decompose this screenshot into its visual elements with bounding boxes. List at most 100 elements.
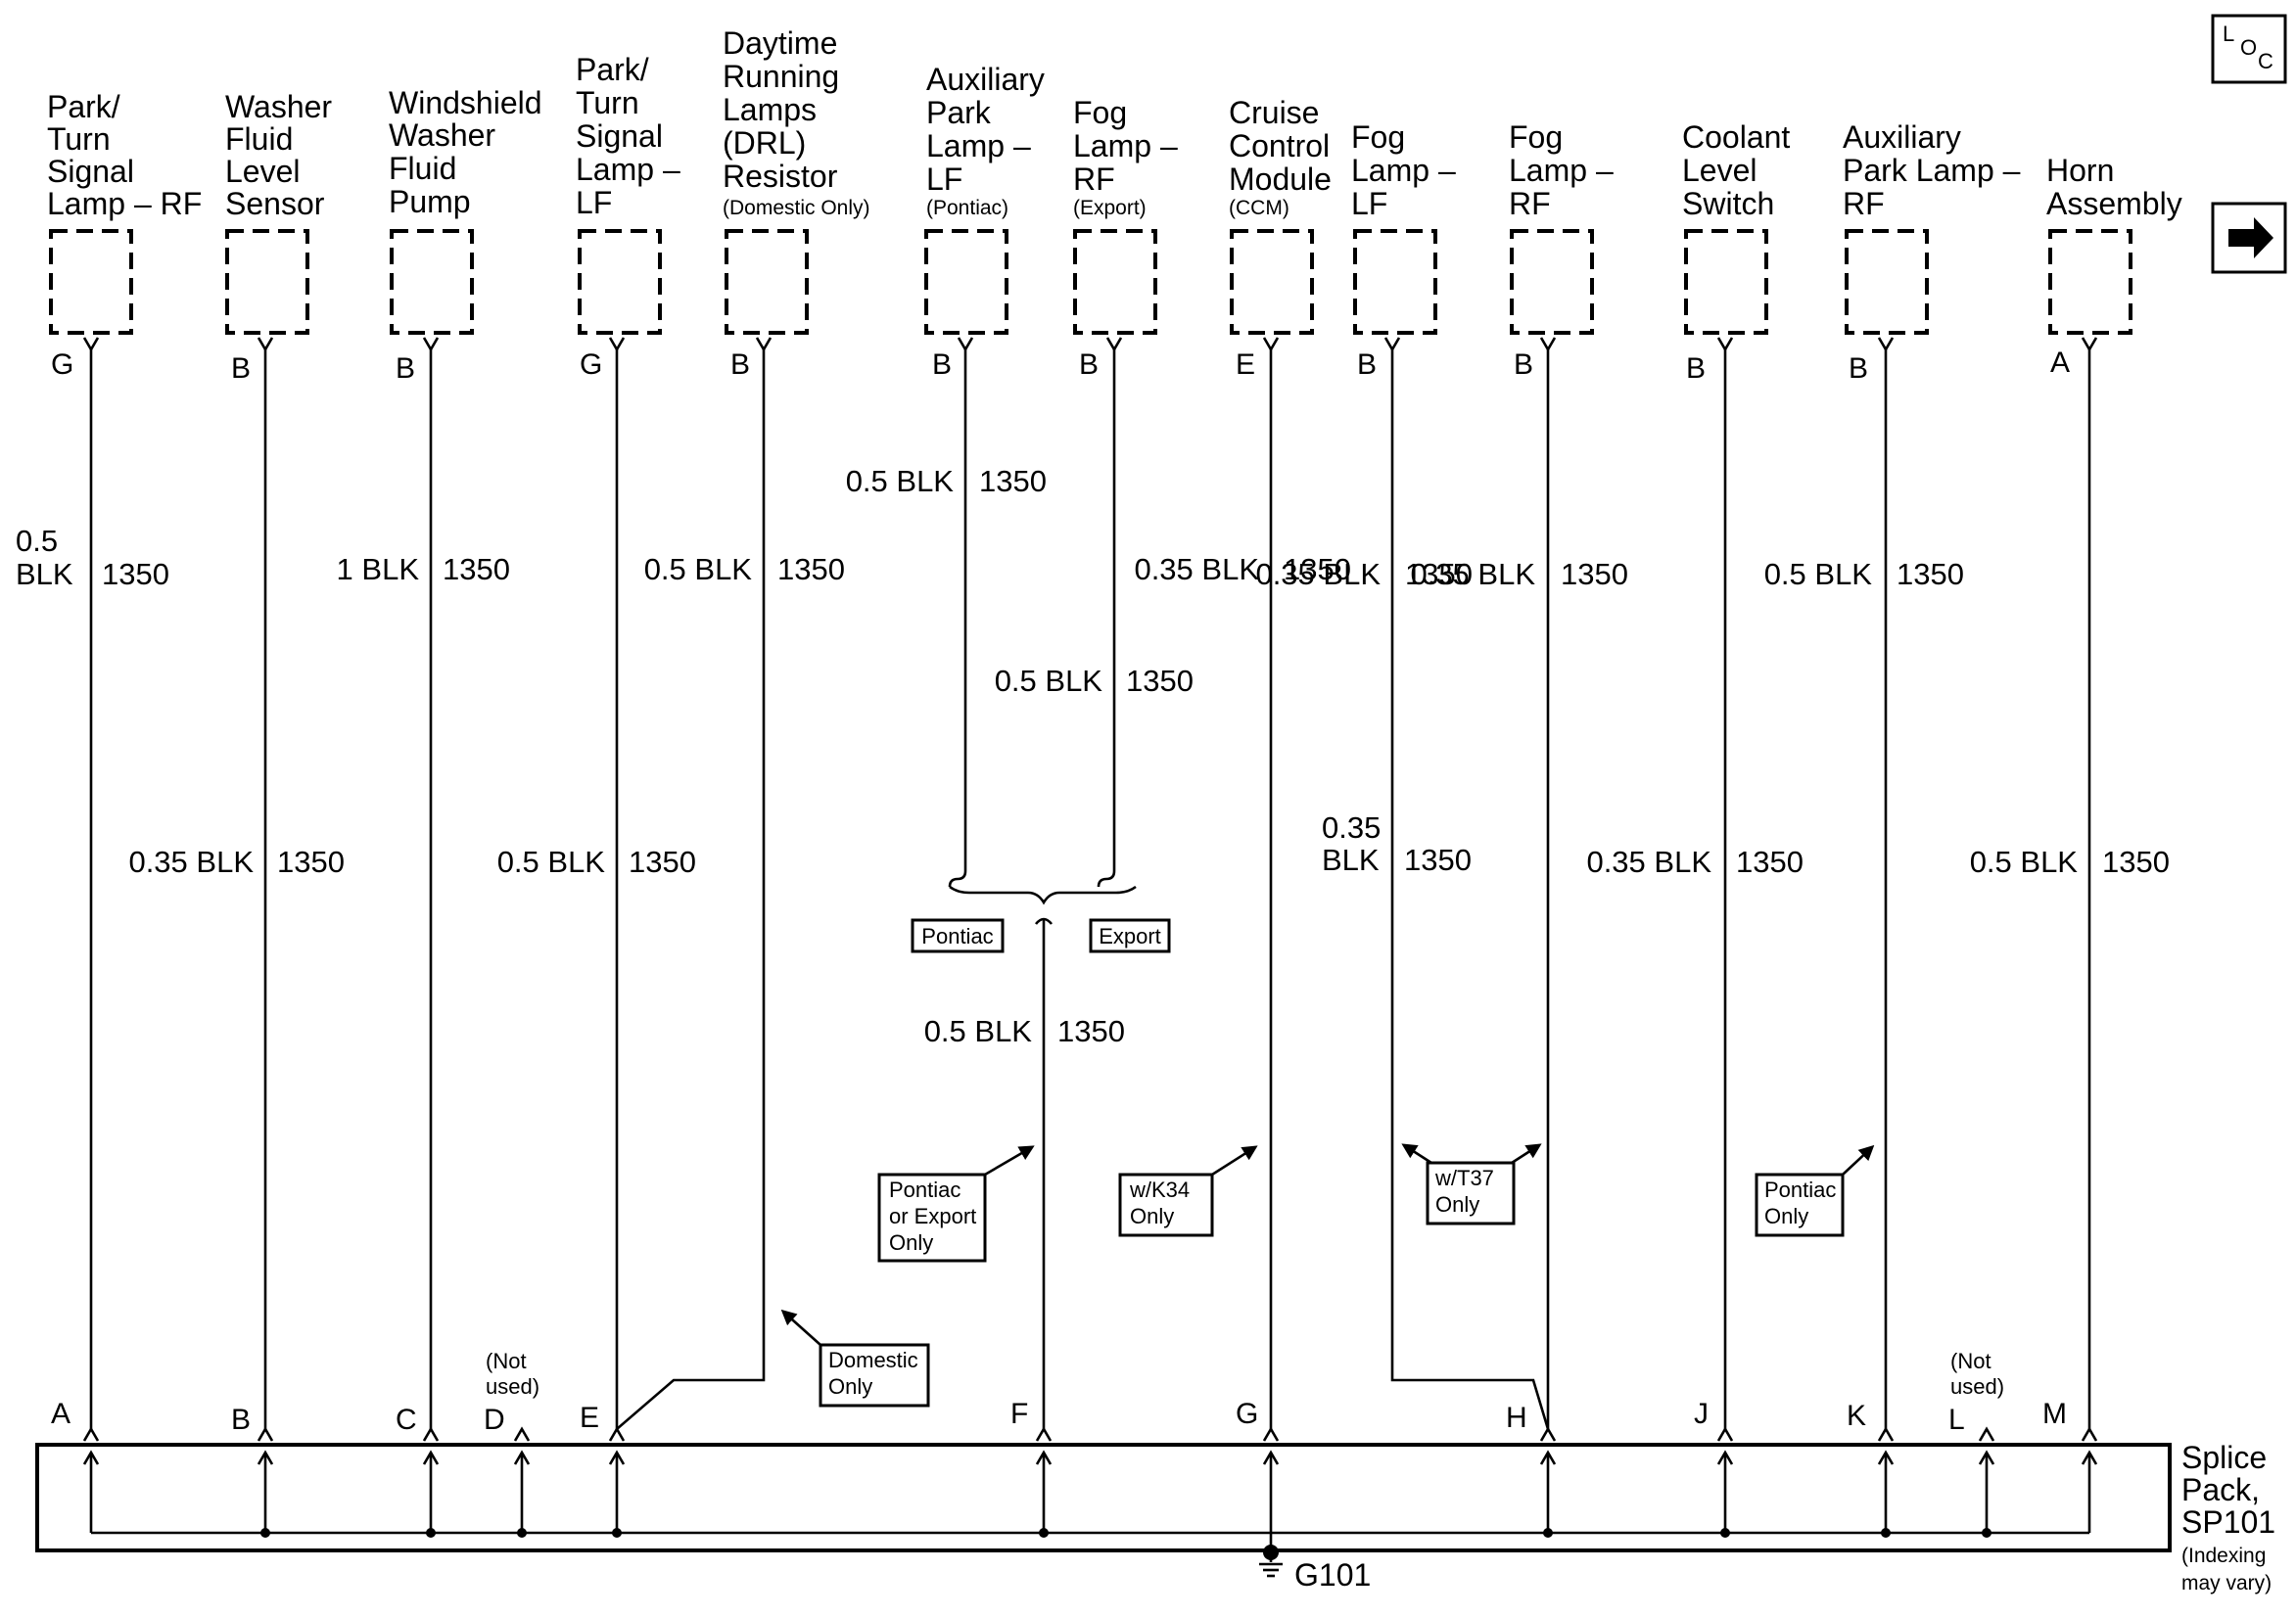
note-line: Only: [1435, 1192, 1479, 1217]
wire-circuit: 1350: [777, 552, 845, 586]
component-label-line: Park/: [576, 52, 649, 87]
component-label-line: (DRL): [723, 125, 806, 161]
pin-label: G: [580, 348, 602, 381]
component-sublabel: (Pontiac): [926, 197, 1008, 219]
component-label-line: Signal: [47, 154, 134, 189]
note-box: [819, 1343, 930, 1408]
component-label-washer-fluid-level-sensor: Washer Fluid Level Sensor: [225, 89, 332, 221]
wire-circuit: 1350: [1404, 843, 1472, 877]
component-label-horn-assembly: Horn Assembly: [2046, 153, 2182, 221]
note-arrow: [984, 1145, 1035, 1177]
component-label-line: Sensor: [225, 186, 325, 221]
pin-terminal: [1383, 337, 1401, 352]
component-box-drl-resistor: [725, 229, 809, 335]
component-label-line: LF: [576, 185, 612, 220]
component-label-drl-resistor: Daytime Running Lamps (DRL) Resistor (Do…: [723, 25, 870, 219]
component-label-line: Level: [225, 154, 301, 189]
wire-circuit: 1350: [1057, 1014, 1125, 1048]
splice-pack-note-line: (Indexing: [2181, 1545, 2266, 1567]
pin-terminal: [1877, 337, 1895, 352]
note-arrow: [1401, 1143, 1432, 1165]
component-box-aux-park-lamp-lf: [924, 229, 1008, 335]
splice-entry-terminals: [82, 1426, 2098, 1442]
loc-icon-letter: O: [2240, 35, 2257, 60]
splice-pack-note-line: may vary): [2181, 1572, 2272, 1594]
wire-circuit: 1350: [1897, 557, 1964, 591]
branch-label-box-pontiac: [911, 918, 1005, 953]
component-label-line: Fog: [1351, 119, 1405, 155]
wire-spec: 0.35 BLK: [1410, 557, 1535, 591]
pin-terminal: [422, 337, 440, 352]
component-label-line: Coolant: [1682, 119, 1790, 155]
note-domestic-only: Domestic Only: [780, 1309, 930, 1408]
wire-spec: 0.5 BLK: [846, 464, 955, 498]
component-label-coolant-level-switch: Coolant Level Switch: [1682, 119, 1790, 221]
pin-label: B: [1357, 348, 1377, 381]
component-label-line: Cruise: [1229, 95, 1319, 130]
splice-cavity-label: C: [396, 1404, 417, 1436]
pin-label: E: [1236, 348, 1255, 381]
component-box-washer-fluid-level-sensor: [225, 229, 309, 335]
note-pontiac-or-export-only: Pontiac or Export Only: [877, 1145, 1035, 1263]
wire-circuit: 1350: [979, 464, 1047, 498]
component-sublabel: (CCM): [1229, 197, 1289, 219]
pin-label: B: [1849, 352, 1868, 385]
note-wt37-only: w/T37 Only: [1401, 1143, 1542, 1225]
component-label-line: Park/: [47, 89, 120, 124]
component-label-line: Lamp –: [1351, 153, 1456, 188]
component-box-fog-lamp-rf-export: [1073, 229, 1157, 335]
pin-terminal: [2081, 337, 2098, 352]
splice-pack-sp101: [35, 1426, 2172, 1552]
component-label-line: Running: [723, 59, 839, 94]
component-label-aux-park-lamp-rf: Auxiliary Park Lamp – RF: [1843, 119, 2021, 221]
note-box: [1118, 1173, 1214, 1237]
note-line: Only: [828, 1374, 872, 1399]
branch-label-export: Export: [1099, 924, 1161, 948]
note-box: [1426, 1161, 1516, 1225]
component-label-line: Assembly: [2046, 186, 2182, 221]
wire-circuit: 1350: [1126, 664, 1194, 698]
component-label-line: Level: [1682, 153, 1757, 188]
component-label-park-turn-lf: Park/ Turn Signal Lamp – LF: [576, 52, 680, 220]
splice-cavity-label: K: [1847, 1400, 1866, 1432]
component-label-line: Pump: [389, 184, 471, 219]
note-line: Only: [889, 1230, 933, 1255]
component-label-line: RF: [1073, 162, 1115, 197]
wire-spec: 0.5 BLK: [995, 664, 1103, 698]
note-line: Only: [1130, 1204, 1174, 1228]
splice-pack-outline: [35, 1443, 2172, 1552]
wire-spec: 0.5 BLK: [924, 1014, 1033, 1048]
component-label-cruise-control-module: Cruise Control Module (CCM): [1229, 95, 1332, 219]
component-label-aux-park-lamp-lf: Auxiliary Park Lamp – LF (Pontiac): [926, 62, 1045, 219]
splice-cavity-label: A: [51, 1398, 70, 1430]
component-label-line: Daytime: [723, 25, 837, 61]
branch-label-pontiac: Pontiac: [921, 924, 993, 948]
component-label-line: RF: [1509, 186, 1551, 221]
wire-circuit: 1350: [1561, 557, 1628, 591]
component-label-line: Fog: [1509, 119, 1563, 155]
not-used-label: used): [486, 1374, 539, 1399]
splice-internal-pins: [82, 1450, 2098, 1535]
not-used-label: (Not: [486, 1349, 527, 1373]
splice-cavity-label: D: [484, 1404, 505, 1436]
wire-spec: 0.5 BLK: [1970, 845, 2079, 879]
component-label-fog-lamp-rf-export: Fog Lamp – RF (Export): [1073, 95, 1178, 219]
wire-fog-lamp-rf-export: [1097, 349, 1116, 888]
pin-terminal: [1105, 337, 1123, 352]
pin-label: B: [1514, 348, 1533, 381]
loc-icon[interactable]: L O C: [2211, 14, 2287, 84]
component-label-line: Lamp – RF: [47, 186, 202, 221]
wire-size: 0.35: [1322, 810, 1381, 845]
pin-label: B: [1686, 352, 1706, 385]
wires: [82, 337, 2098, 1430]
component-label-line: Fog: [1073, 95, 1127, 130]
pin-label: G: [51, 348, 73, 381]
component-label-line: Lamp –: [1509, 153, 1614, 188]
note-arrow: [1211, 1145, 1258, 1177]
component-label-line: RF: [1843, 186, 1885, 221]
component-label-line: Auxiliary: [926, 62, 1045, 97]
ground-symbol-icon: [1259, 1533, 1283, 1578]
component-box-aux-park-lamp-rf: [1845, 229, 1929, 335]
next-page-arrow-icon[interactable]: [2211, 202, 2287, 274]
component-label-line: Park Lamp –: [1843, 153, 2021, 188]
